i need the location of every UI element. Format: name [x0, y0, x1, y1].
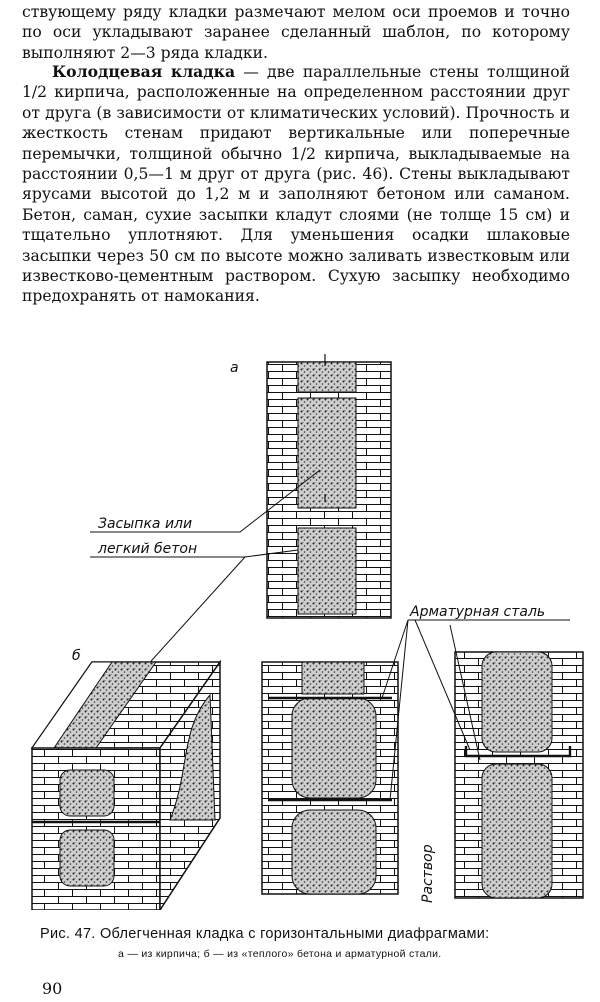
label-mortar: Раствор [420, 844, 436, 903]
rebar-callout [381, 619, 570, 801]
paragraph-well-masonry: Колодцевая кладка — две параллельные сте… [22, 62, 570, 307]
figure-b-right-section [454, 651, 584, 899]
label-rebar: Арматурная сталь [409, 604, 545, 620]
figure-caption-legend: а — из кирпича; б — из «теплого» бетона … [118, 948, 442, 960]
figure-b-block [30, 659, 222, 910]
label-b: б [72, 648, 81, 664]
term-well-masonry: Колодцевая кладка [52, 62, 236, 81]
label-a: а [230, 360, 239, 376]
label-fill-line2: легкий бетон [97, 541, 197, 557]
figure-a-section [266, 354, 392, 619]
paragraph-well-masonry-text: — две параллельные стены толщиной 1/2 ки… [22, 63, 570, 306]
masonry-figure: а Засыпка или легкий бетон б [30, 354, 584, 910]
figure-b-middle-section [261, 661, 399, 895]
page-number: 90 [42, 979, 63, 998]
label-fill-line1: Засыпка или [98, 516, 192, 532]
figure-caption: Рис. 47. Облегченная кладка с горизонтал… [40, 926, 490, 942]
paragraph-intro: ствующему ряду кладки размечают мелом ос… [22, 3, 570, 62]
